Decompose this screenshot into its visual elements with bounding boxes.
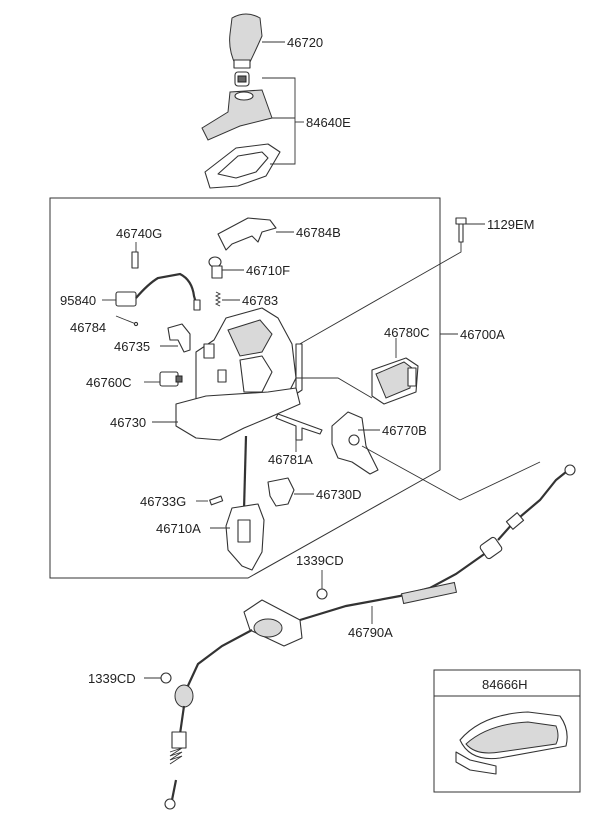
rod-46781a (275, 413, 323, 441)
bracket-46770b (331, 411, 379, 475)
label-46730: 46730 (110, 415, 146, 430)
spring-46783 (214, 291, 222, 307)
switch-95840 (115, 272, 201, 311)
bolt-1129em (455, 217, 467, 243)
label-46784B: 46784B (296, 225, 341, 240)
label-46700A: 46700A (460, 327, 505, 342)
label-84666H: 84666H (482, 677, 528, 692)
sensor-46760c (159, 371, 183, 387)
nut-1339cd-upper (316, 588, 328, 600)
label-46740G: 46740G (116, 226, 162, 241)
shifter-body (175, 307, 303, 441)
label-46720: 46720 (287, 35, 323, 50)
label-1129EM: 1129EM (487, 217, 534, 232)
label-1339CD-upper: 1339CD (296, 553, 344, 568)
label-46784: 46784 (70, 320, 106, 335)
lever-46735 (167, 323, 191, 353)
label-46733G: 46733G (140, 494, 186, 509)
label-46710F: 46710F (246, 263, 290, 278)
label-46783: 46783 (242, 293, 278, 308)
nut-1339cd-lower (160, 672, 172, 684)
clip-46740g (131, 251, 139, 269)
bracket-46784b (217, 217, 277, 251)
shift-lever-46710a (225, 435, 265, 571)
module-46780c (371, 357, 419, 405)
label-46781A: 46781A (268, 452, 313, 467)
shift-boot (201, 89, 273, 141)
shift-knob (229, 13, 263, 87)
label-46730D: 46730D (316, 487, 362, 502)
lock-46730d (267, 477, 295, 507)
label-46770B: 46770B (382, 423, 427, 438)
assembly-frame (49, 197, 441, 579)
knob-46710f (208, 256, 223, 279)
label-46790A: 46790A (348, 625, 393, 640)
pin-46784 (115, 315, 137, 325)
inset-84666h (433, 669, 581, 793)
label-46780C: 46780C (384, 325, 430, 340)
label-46735: 46735 (114, 339, 150, 354)
bolt-46733g (209, 495, 224, 506)
label-84640E: 84640E (306, 115, 351, 130)
label-46760C: 46760C (86, 375, 132, 390)
label-95840: 95840 (60, 293, 96, 308)
label-46710A: 46710A (156, 521, 201, 536)
shift-cable-46790a (164, 464, 576, 810)
label-1339CD-lower: 1339CD (88, 671, 136, 686)
boot-frame (204, 143, 281, 189)
